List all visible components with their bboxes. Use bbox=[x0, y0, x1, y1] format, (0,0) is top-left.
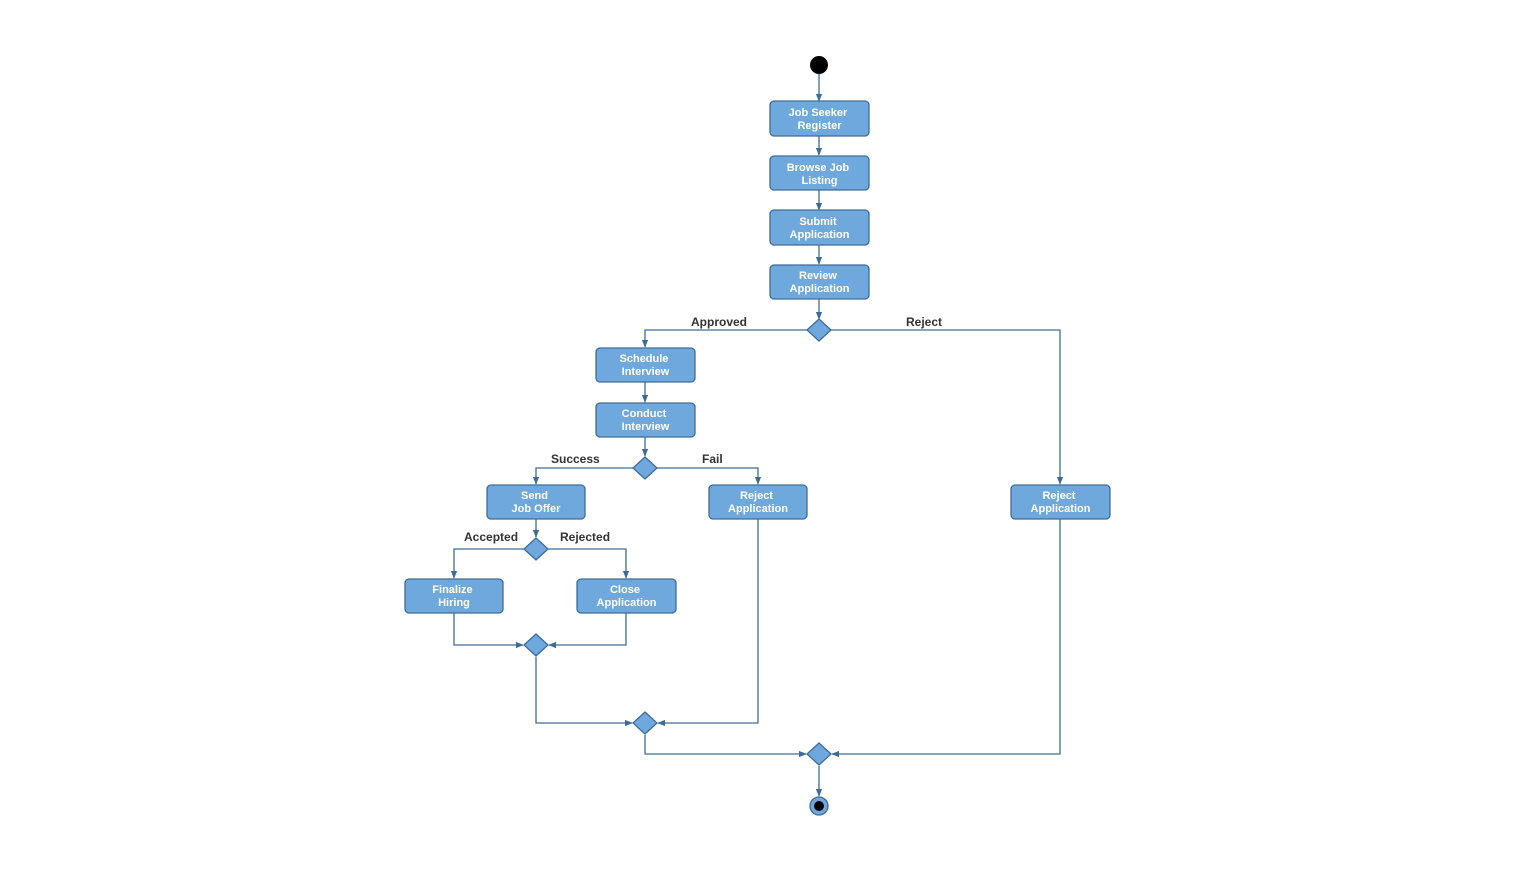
svg-text:Review Application: Review Application bbox=[790, 270, 850, 295]
edge-reject bbox=[831, 329, 1064, 485]
node-label-line1: Conduct bbox=[622, 408, 667, 420]
node-label-line1: Finalize bbox=[432, 584, 472, 596]
node-label-line1: Submit bbox=[799, 216, 837, 228]
node-label-line2: Application bbox=[597, 597, 657, 609]
action-send-job-offer[interactable]: Send Job Offer bbox=[486, 484, 586, 520]
edge-finalize-merge bbox=[453, 613, 524, 649]
node-label-line2: Interview bbox=[622, 421, 670, 433]
node-label-line2: Hiring bbox=[438, 597, 470, 609]
node-label-line1: Reject bbox=[1042, 490, 1075, 502]
edge-label-success: Success bbox=[551, 452, 600, 466]
edge-merge2-final bbox=[644, 735, 807, 758]
action-reject-application-review[interactable]: Reject Application bbox=[1010, 484, 1111, 520]
svg-text:Close Application: Close Application bbox=[597, 584, 657, 609]
node-label-line2: Application bbox=[1031, 503, 1091, 515]
node-label-line1: Close bbox=[610, 584, 640, 596]
node-label-line2: Register bbox=[797, 120, 842, 132]
action-submit-application[interactable]: Submit Application bbox=[769, 209, 870, 246]
edge-close-merge bbox=[548, 613, 627, 649]
node-label-line2: Application bbox=[790, 283, 850, 295]
action-finalize-hiring[interactable]: Finalize Hiring bbox=[404, 578, 504, 614]
node-label-line1: Review bbox=[799, 270, 837, 282]
edge-rejectfail-merge2 bbox=[657, 519, 759, 727]
node-label-line2: Interview bbox=[622, 366, 670, 378]
edge-label-accepted: Accepted bbox=[464, 530, 518, 544]
action-job-seeker-register[interactable]: Job Seeker Register bbox=[769, 100, 870, 137]
merge-final-diamond[interactable] bbox=[806, 742, 832, 766]
edges bbox=[450, 74, 1064, 797]
node-label-line2: Application bbox=[728, 503, 788, 515]
edge-label-approved: Approved bbox=[691, 315, 747, 329]
decision-review-diamond[interactable] bbox=[806, 318, 832, 342]
node-label-line1: Schedule bbox=[620, 353, 669, 365]
merge-interview-diamond[interactable] bbox=[632, 711, 658, 735]
svg-text:Submit Application: Submit Application bbox=[790, 216, 850, 241]
edge-success bbox=[532, 467, 633, 485]
node-label-line1: Job Seeker bbox=[789, 107, 848, 119]
action-review-application[interactable]: Review Application bbox=[769, 264, 870, 300]
svg-text:Browse Job Listing: Browse Job Listing bbox=[787, 162, 852, 187]
svg-text:Job Seeker Register: Job Seeker Register bbox=[789, 107, 851, 132]
node-label-line1: Browse Job bbox=[787, 162, 850, 174]
action-browse-job-listing[interactable]: Browse Job Listing bbox=[769, 155, 870, 191]
edge-rejected bbox=[548, 548, 630, 579]
svg-text:Send Job Offer: Send Job Offer bbox=[512, 490, 562, 515]
decision-interview-diamond[interactable] bbox=[632, 456, 658, 480]
node-label-line2: Application bbox=[790, 229, 850, 241]
edge-approved bbox=[641, 329, 807, 348]
svg-text:Reject Application: Reject Application bbox=[728, 490, 788, 515]
svg-text:Finalize Hiring: Finalize Hiring bbox=[432, 584, 475, 609]
edge-fail bbox=[657, 467, 762, 485]
edge-label-rejected: Rejected bbox=[560, 530, 610, 544]
action-schedule-interview[interactable]: Schedule Interview bbox=[595, 347, 696, 383]
merge-hiring-diamond[interactable] bbox=[523, 633, 549, 657]
node-label-line2: Job Offer bbox=[512, 503, 562, 515]
start-node bbox=[810, 56, 828, 74]
edge-label-reject: Reject bbox=[906, 315, 942, 329]
decision-offer-diamond[interactable] bbox=[523, 537, 549, 561]
node-label-line1: Send bbox=[521, 490, 548, 502]
node-label-line1: Reject bbox=[740, 490, 773, 502]
edge-label-fail: Fail bbox=[702, 452, 723, 466]
edge-rejectreview-final bbox=[831, 519, 1061, 758]
edge-accepted bbox=[450, 548, 524, 579]
node-label-line2: Listing bbox=[801, 175, 837, 187]
edge-merge1-merge2 bbox=[535, 657, 633, 727]
svg-text:Reject Application: Reject Application bbox=[1031, 490, 1091, 515]
end-node bbox=[809, 796, 829, 816]
action-close-application[interactable]: Close Application bbox=[576, 578, 677, 614]
action-conduct-interview[interactable]: Conduct Interview bbox=[595, 402, 696, 438]
action-reject-application-fail[interactable]: Reject Application bbox=[708, 484, 808, 520]
svg-text:Conduct Interview: Conduct Interview bbox=[622, 408, 670, 433]
svg-text:Schedule Interview: Schedule Interview bbox=[620, 353, 672, 378]
